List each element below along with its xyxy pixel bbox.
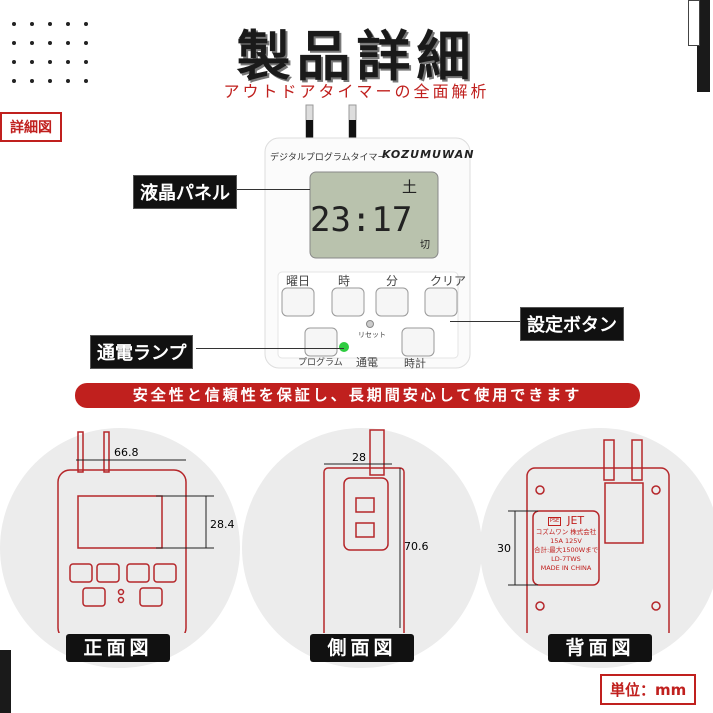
front-lcd-height-dim: 28.4 — [210, 518, 235, 531]
page-subtitle: アウトドアタイマーの全面解析 — [223, 82, 490, 101]
device-brand-jp: デジタルプログラムタイマー — [270, 153, 387, 163]
lcd-time: 23:17 — [310, 200, 413, 240]
unit-label: 単位：mm — [600, 674, 697, 705]
button-label-day: 曜日 — [286, 274, 311, 288]
pse-mark: PSE — [547, 516, 562, 526]
plate-line: 合計:最大1500Wまで — [534, 546, 599, 554]
power-lamp — [339, 342, 349, 352]
clock-label: 時計 — [404, 357, 426, 370]
front-width-dim: 66.8 — [114, 446, 139, 459]
plate-line: 15A 125V — [550, 537, 582, 545]
side-view-label: 側面図 — [310, 634, 414, 662]
button-label-clear: クリア — [430, 274, 467, 288]
timer-device-front — [264, 104, 471, 369]
program-label: プログラム — [298, 358, 343, 368]
device-brand: KOZUMUWAN — [382, 148, 475, 161]
back-view-label: 背面図 — [548, 634, 652, 662]
button-label-hour: 時 — [338, 274, 351, 288]
page-title: 製品詳細 — [236, 25, 477, 88]
lcd-panel — [309, 171, 439, 259]
plate-line: LD-7TWS — [551, 555, 581, 563]
decorative-frame — [688, 0, 700, 46]
decorative-bar-bottom — [0, 650, 11, 713]
side-depth-dim: 28 — [352, 451, 366, 464]
callout-settings: 設定ボタン — [520, 307, 624, 341]
callout-line-lamp — [196, 348, 344, 349]
reset-label: リセット — [358, 331, 386, 339]
side-height-dim: 70.6 — [404, 540, 429, 553]
power-label: 通電 — [356, 356, 378, 369]
lcd-mode: 切 — [420, 240, 430, 251]
plate-line: MADE IN CHINA — [540, 564, 592, 572]
dimension-drawings — [57, 429, 670, 633]
feature-banner: 安全性と信頼性を保証し、長期間安心して使用できます — [75, 383, 640, 408]
button-label-minute: 分 — [386, 274, 399, 288]
callout-line-settings — [450, 321, 522, 322]
back-plate-dim: 30 — [497, 542, 511, 555]
jet-mark: JET — [567, 514, 585, 527]
lcd-day: 土 — [402, 178, 418, 196]
decorative-bar — [697, 0, 710, 92]
section-tag: 詳細図 — [0, 112, 62, 142]
callout-line-lcd — [236, 189, 310, 190]
decorative-dots — [12, 22, 102, 83]
callout-lamp: 通電ランプ — [90, 335, 194, 369]
callout-lcd: 液晶パネル — [133, 175, 237, 209]
plate-line: コズムワン 株式会社 — [535, 528, 597, 536]
front-view-label: 正面図 — [66, 634, 170, 662]
